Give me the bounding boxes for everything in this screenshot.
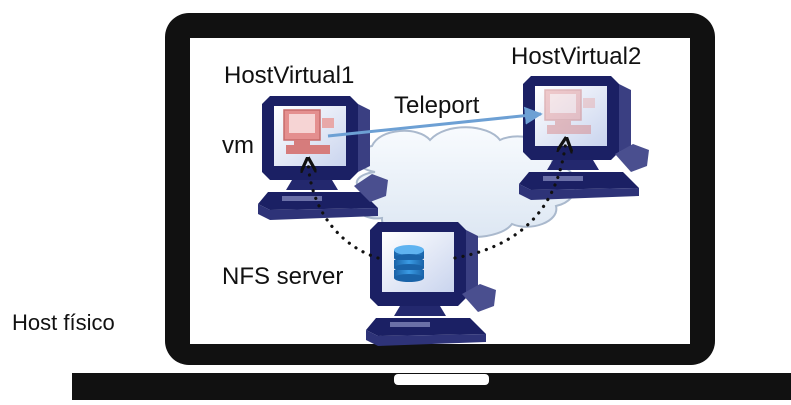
- teleport-label: Teleport: [394, 92, 480, 119]
- nfs-link-hostvirtual1: [308, 160, 380, 260]
- host-fisico-label: Host físico: [12, 310, 115, 335]
- vm-label: vm: [222, 132, 254, 159]
- workstation-icon: [519, 76, 649, 200]
- laptop-trackpad-notch: [394, 374, 489, 385]
- workstation-icon: [258, 96, 388, 220]
- virtual-machine-icon: [283, 109, 334, 154]
- database-icon: [394, 245, 424, 282]
- workstation-icon: [366, 222, 496, 346]
- network-cloud-icon: [353, 126, 577, 238]
- teleport-arrow: [327, 106, 543, 138]
- nfs-server-label: NFS server: [222, 263, 344, 290]
- hostvirtual2-label: HostVirtual2: [511, 43, 642, 70]
- hostvirtual1-label: HostVirtual1: [224, 62, 355, 89]
- virtual-machine-icon: [544, 89, 595, 134]
